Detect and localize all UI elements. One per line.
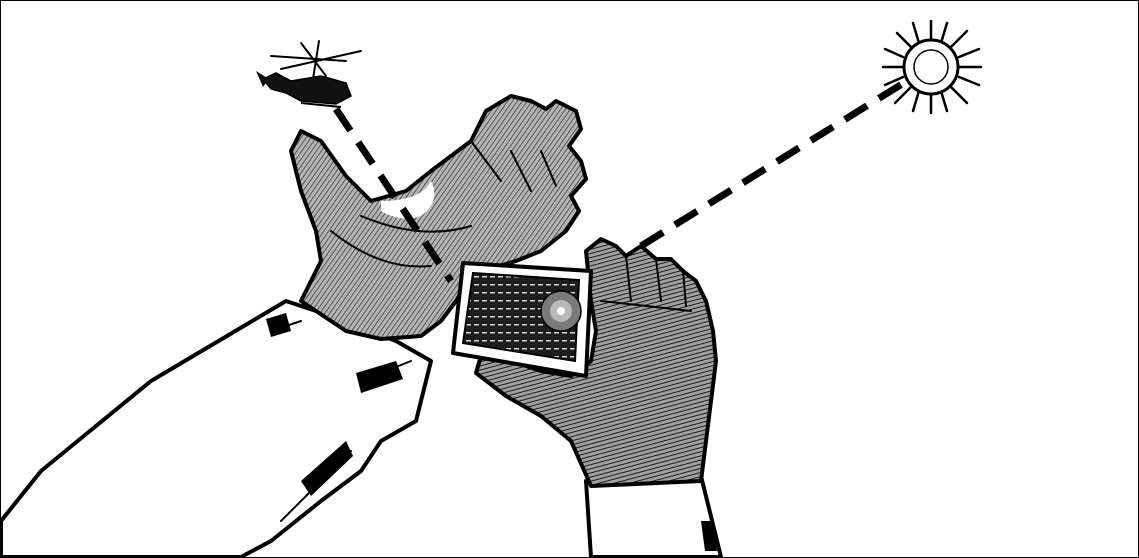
helicopter-icon	[256, 40, 362, 108]
right-sleeve	[584, 474, 723, 557]
left-sleeve	[1, 299, 433, 557]
helicopter-sight-line	[333, 107, 454, 283]
sun-icon	[881, 19, 983, 115]
right-hand	[474, 237, 718, 488]
sun-reflection-line	[639, 63, 933, 249]
signal-mirror-icon	[451, 261, 593, 378]
